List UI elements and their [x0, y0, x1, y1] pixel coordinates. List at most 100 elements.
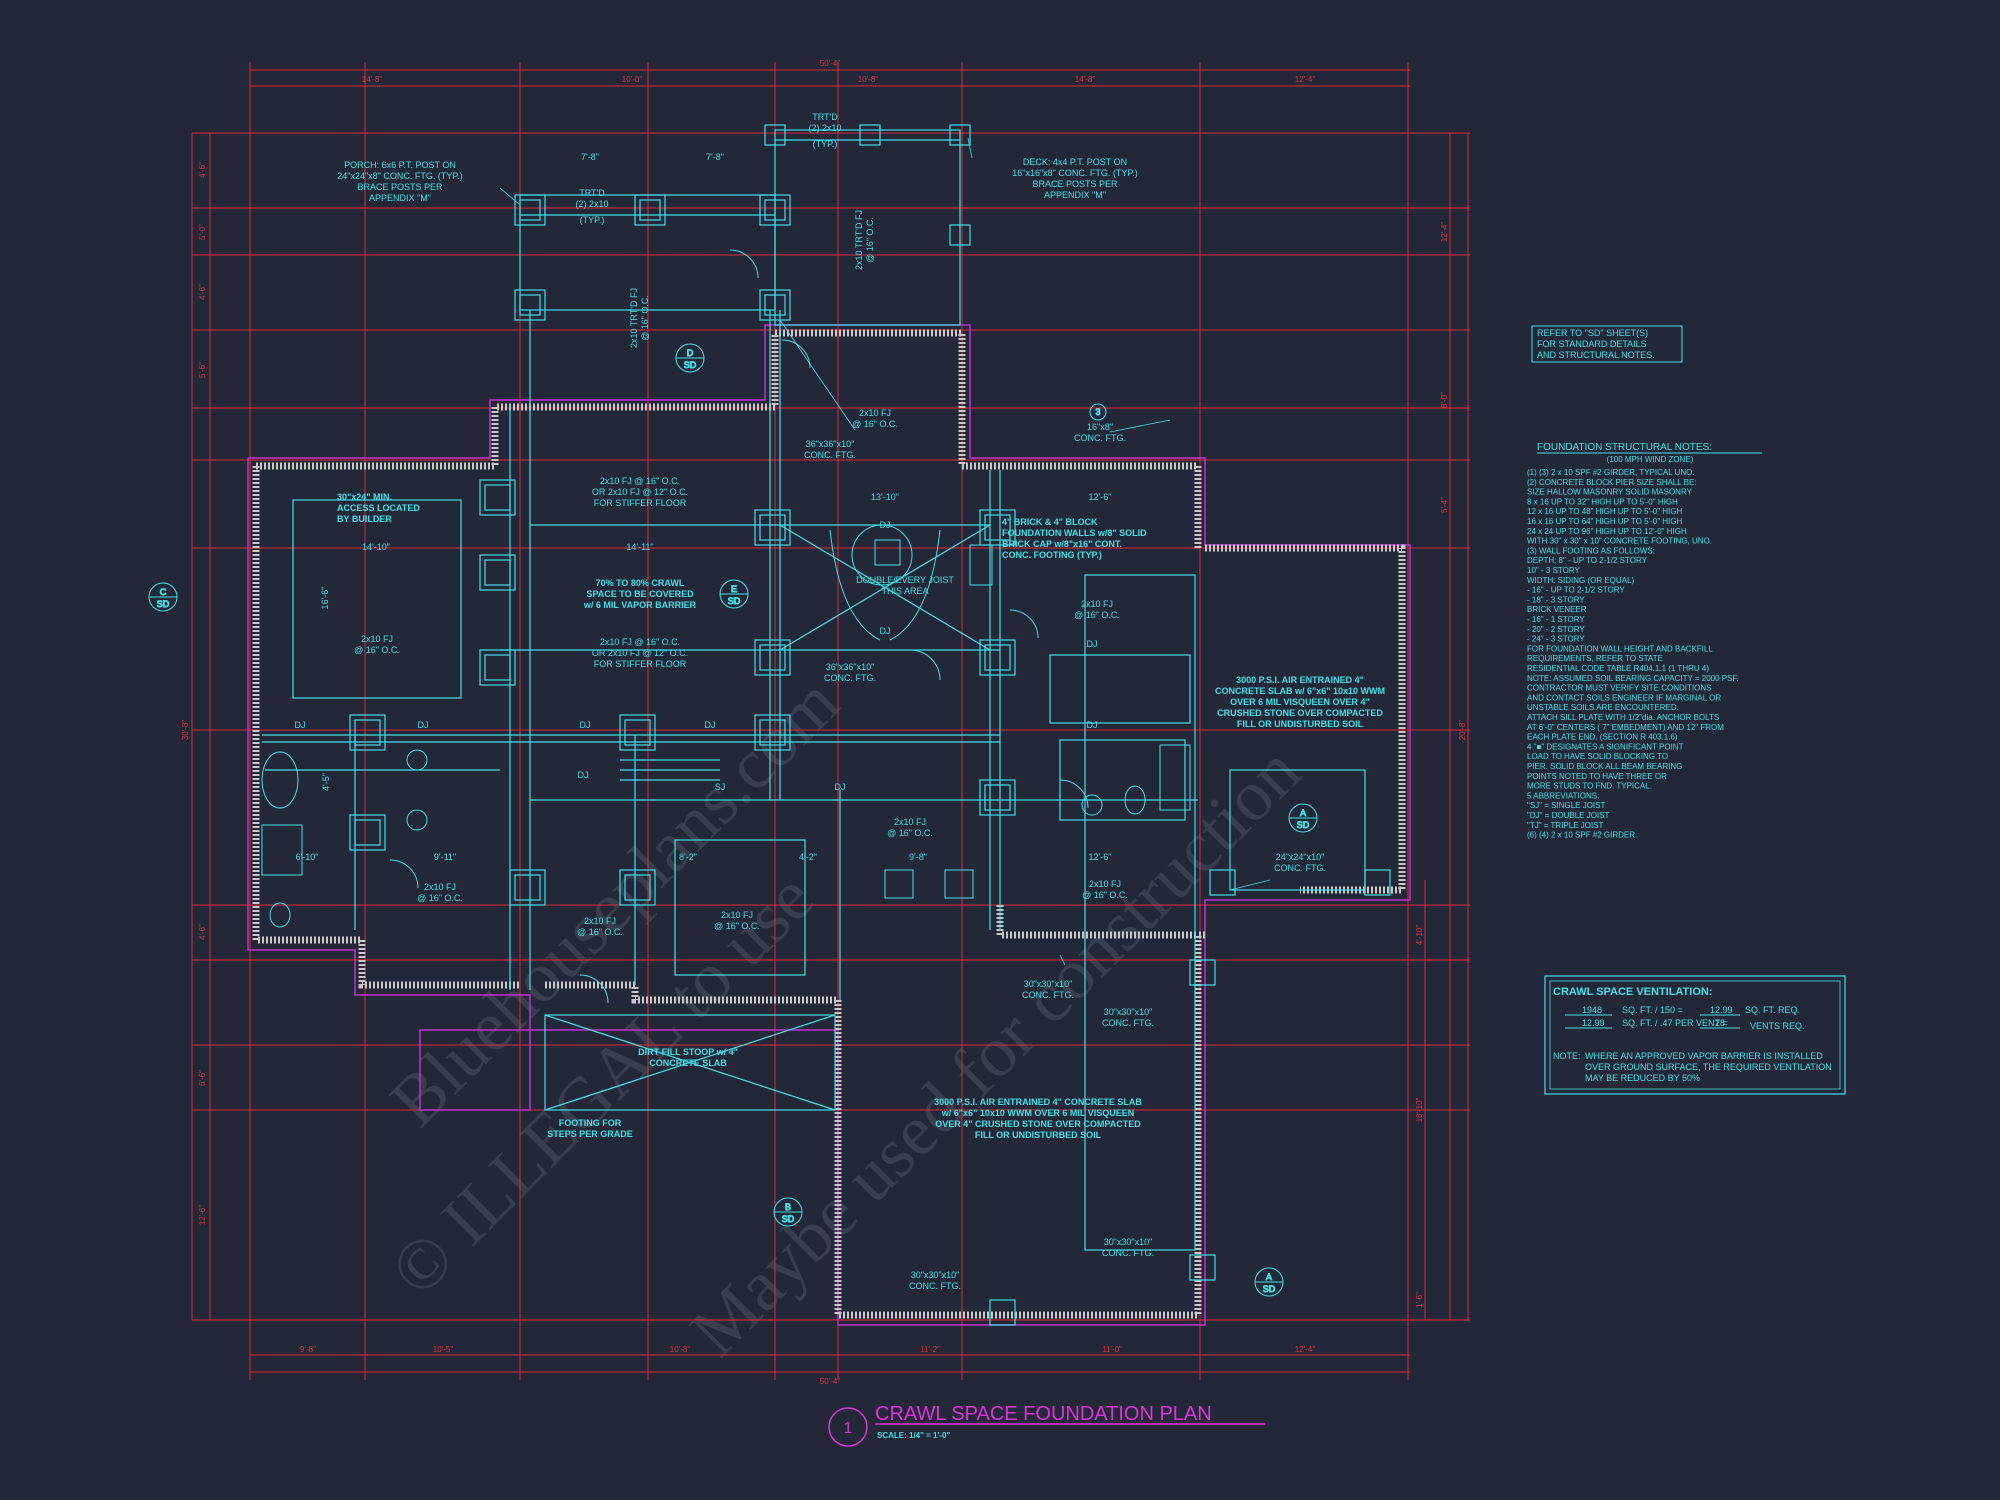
structural-note-line: 12 x 16 UP TO 48" HIGH UP TO 5'-0" HIGH [1527, 507, 1682, 516]
dim-top-1: 14'-8" [362, 75, 383, 84]
room-dim: 7'-8" [581, 152, 599, 162]
structural-framing [262, 129, 1366, 1251]
callout-brick-line: BRICK CAP w/8"x16" CONT. [1002, 539, 1122, 549]
fj-label: @ 16" O.C. [354, 645, 400, 655]
callout-access-line: ACCESS LOCATED [337, 503, 420, 513]
callout-porch-line: PORCH: 6x6 P.T. POST ON [344, 160, 456, 170]
vent-note-line: OVER GROUND SURFACE, THE REQUIRED VENTIL… [1585, 1062, 1832, 1072]
dim-top-4: 14'-8" [1075, 75, 1096, 84]
callout-trtd-fj: 2x10 TRT'D FJ @ 16" O.C. 2x10 TRT'D FJ @… [629, 210, 875, 348]
callout-ftg-line: 36"x36"x10" [826, 662, 875, 672]
callout-vapor: 70% TO 80% CRAWL SPACE TO BE COVERED w/ … [583, 578, 697, 610]
callout-double-joist-line: DOUBLE/EVERY JOIST [856, 575, 954, 585]
callout-steps: FOOTING FOR STEPS PER GRADE [547, 1118, 633, 1139]
fixtures [261, 249, 1191, 1004]
callout-brick-line: 4" BRICK & 4" BLOCK [1002, 517, 1098, 527]
vent-formula-2: SQ. FT. / .47 PER VENT = [1622, 1018, 1728, 1028]
vent-unit-2: VENTS REQ. [1750, 1021, 1805, 1031]
callout-steps-line: FOOTING FOR [559, 1118, 622, 1128]
watermark-layer: © ILLEGAL to use Maybe used for construc… [375, 662, 1315, 1371]
structural-note-line: UNSTABLE SOILS ARE ENCOUNTERED. [1527, 703, 1679, 712]
callout-ftg-line: CONC. FTG. [1022, 990, 1074, 1000]
callout-slab-line: CONCRETE SLAB w/ 6"x6" 10x10 WWM [1215, 686, 1385, 696]
fj-label: 2x10 FJ [584, 916, 616, 926]
structural-note-line: WIDTH: SIDING (OR EQUAL) [1527, 576, 1634, 585]
structural-note-line: LOAD TO HAVE SOLID BLOCKING TO [1527, 752, 1668, 761]
plan-title-block: 1 CRAWL SPACE FOUNDATION PLAN SCALE: 1/4… [828, 1403, 1265, 1447]
callout-access-line: BY BUILDER [337, 514, 392, 524]
structural-note-line: - 16" - 1 STORY [1527, 615, 1585, 624]
structural-note-line: - 18" - 3 STORY [1527, 595, 1585, 604]
section-tag-letter: C [160, 587, 167, 597]
section-tag-sheet: SD [1263, 1284, 1276, 1294]
vent-note-label: NOTE: [1553, 1051, 1581, 1061]
fj-label: @ 16" O.C. [1074, 610, 1120, 620]
callout-ftg-line: 16"x8" [1087, 422, 1113, 432]
structural-notes-lines: (1) (3) 2 x 10 SPF #2 GIRDER, TYPICAL UN… [1527, 468, 1739, 840]
dim-top-2: 10'-0" [622, 75, 643, 84]
right-dimensions: 12'-4" 8'-0" 5'-4" 20'-8" 4'-10" 18'-10"… [1415, 222, 1467, 1308]
fj-label: 2x10 FJ [361, 634, 393, 644]
section-tag-c: C SD [148, 582, 178, 612]
joist-marker: DJ [835, 782, 846, 792]
callout-double-joist: DOUBLE/EVERY JOIST THIS AREA [856, 575, 954, 596]
joist-marker: DJ [295, 720, 306, 730]
section-tag-sheet: SD [1297, 820, 1310, 830]
callout-trtd-line: (TYP.) [813, 139, 838, 149]
callout-porch-line: BRACE POSTS PER [357, 182, 443, 192]
room-dim: 8'-2" [679, 852, 697, 862]
callout-ftg-line: CONC. FTG. [1102, 1018, 1154, 1028]
callout-slab-line: CRUSHED STONE OVER COMPACTED [1217, 708, 1383, 718]
room-dim: 7'-8" [706, 152, 724, 162]
callout-slab-line: FILL OR UNDISTURBED SOIL [1237, 719, 1364, 729]
dim-left-8: 12'-6" [198, 1205, 207, 1226]
structural-note-line: - 16" - UP TO 2-1/2 STORY [1527, 586, 1625, 595]
callout-trtd-fj-line: @ 16" O.C. [865, 217, 875, 263]
callout-trtd-fj-line: 2x10 TRT'D FJ [854, 210, 864, 270]
fj-label: @ 16" O.C. [417, 893, 463, 903]
callout-vapor-line: w/ 6 MIL VAPOR BARRIER [583, 600, 697, 610]
structural-note-line: NOTE: ASSUMED SOIL BEARING CAPACITY = 20… [1527, 674, 1739, 683]
vent-result-1: 12.99 [1710, 1005, 1733, 1015]
callout-deck-line: 16"x16"x8" CONC. FTG. (TYP.) [1012, 168, 1137, 178]
joist-marker: SJ [715, 782, 726, 792]
callout-ftg-line: CONC. FTG. [1102, 1248, 1154, 1258]
section-tag-letter: 3 [1095, 407, 1100, 417]
room-dim: 13'-10" [871, 492, 899, 502]
callout-stoop: DIRT FILL STOOP w/ 4" CONCRETE SLAB [638, 1047, 738, 1068]
callout-fj-line: OR 2x10 FJ @ 12" O.C. [592, 648, 688, 658]
room-dim: 14'-11" [626, 542, 653, 552]
dim-bottom-2: 10'-5" [433, 1345, 454, 1354]
structural-note-line: 8 x 16 UP TO 32" HIGH UP TO 5'-0" HIGH [1527, 497, 1678, 506]
callout-ftg-line: CONC. FTG. [804, 450, 856, 460]
callout-slab-line: OVER 6 MIL VISQUEEN OVER 4" [1230, 697, 1370, 707]
room-dimensions: 7'-8" 7'-8" 14'-10" 16'-6" 14'-11" 13'-1… [296, 152, 1112, 862]
fj-label: @ 16" O.C. [1082, 890, 1128, 900]
top-dimensions: 50'-4" 14'-8" 10'-0" 10'-8" 14'-8" 12'-4… [362, 59, 1316, 84]
dim-left-5: 30'-8" [181, 720, 190, 741]
callout-ftg-line: 30"x30"x10" [1024, 979, 1073, 989]
room-dim: 14'-10" [362, 542, 390, 552]
section-tag-letter: B [785, 1202, 791, 1212]
plan-scale: SCALE: 1/4" = 1'-0" [877, 1431, 950, 1440]
ventilation-title: CRAWL SPACE VENTILATION: [1553, 986, 1713, 998]
dim-right-5: 4'-10" [1415, 925, 1424, 946]
structural-note-line: EACH PLATE END. (SECTION R 403.1.6) [1527, 733, 1678, 742]
callout-slab-line: FILL OR UNDISTURBED SOIL [975, 1130, 1102, 1140]
structural-note-line: AT 6'-0" CENTERS ( 7" EMBEDMENT) AND 12"… [1527, 723, 1724, 732]
structural-note-line: (2) CONCRETE BLOCK PIER SIZE SHALL BE: [1527, 478, 1697, 487]
callout-ftg-line: 36"x36"x10" [806, 439, 855, 449]
callout-fj-stiff: 2x10 FJ @ 16" O.C. OR 2x10 FJ @ 12" O.C.… [592, 476, 688, 669]
callout-steps-line: STEPS PER GRADE [547, 1129, 633, 1139]
vent-formula-1: SQ. FT. / 150 = [1622, 1005, 1683, 1015]
dim-bottom-overall: 50'-4" [820, 1377, 841, 1386]
section-tag-sheet: SD [782, 1214, 795, 1224]
plan-title: CRAWL SPACE FOUNDATION PLAN [875, 1403, 1212, 1425]
fj-label: @ 16" O.C. [887, 828, 933, 838]
section-tag-letter: D [687, 348, 694, 358]
structural-note-line: "DJ" = DOUBLE JOIST [1527, 811, 1609, 820]
callout-fj-line: FOR STIFFER FLOOR [594, 498, 687, 508]
joist-marker: DJ [1087, 720, 1098, 730]
watermark-text-2: Maybe used for construction [675, 731, 1315, 1371]
structural-note-line: (3) WALL FOOTING AS FOLLOWS: [1527, 546, 1655, 555]
